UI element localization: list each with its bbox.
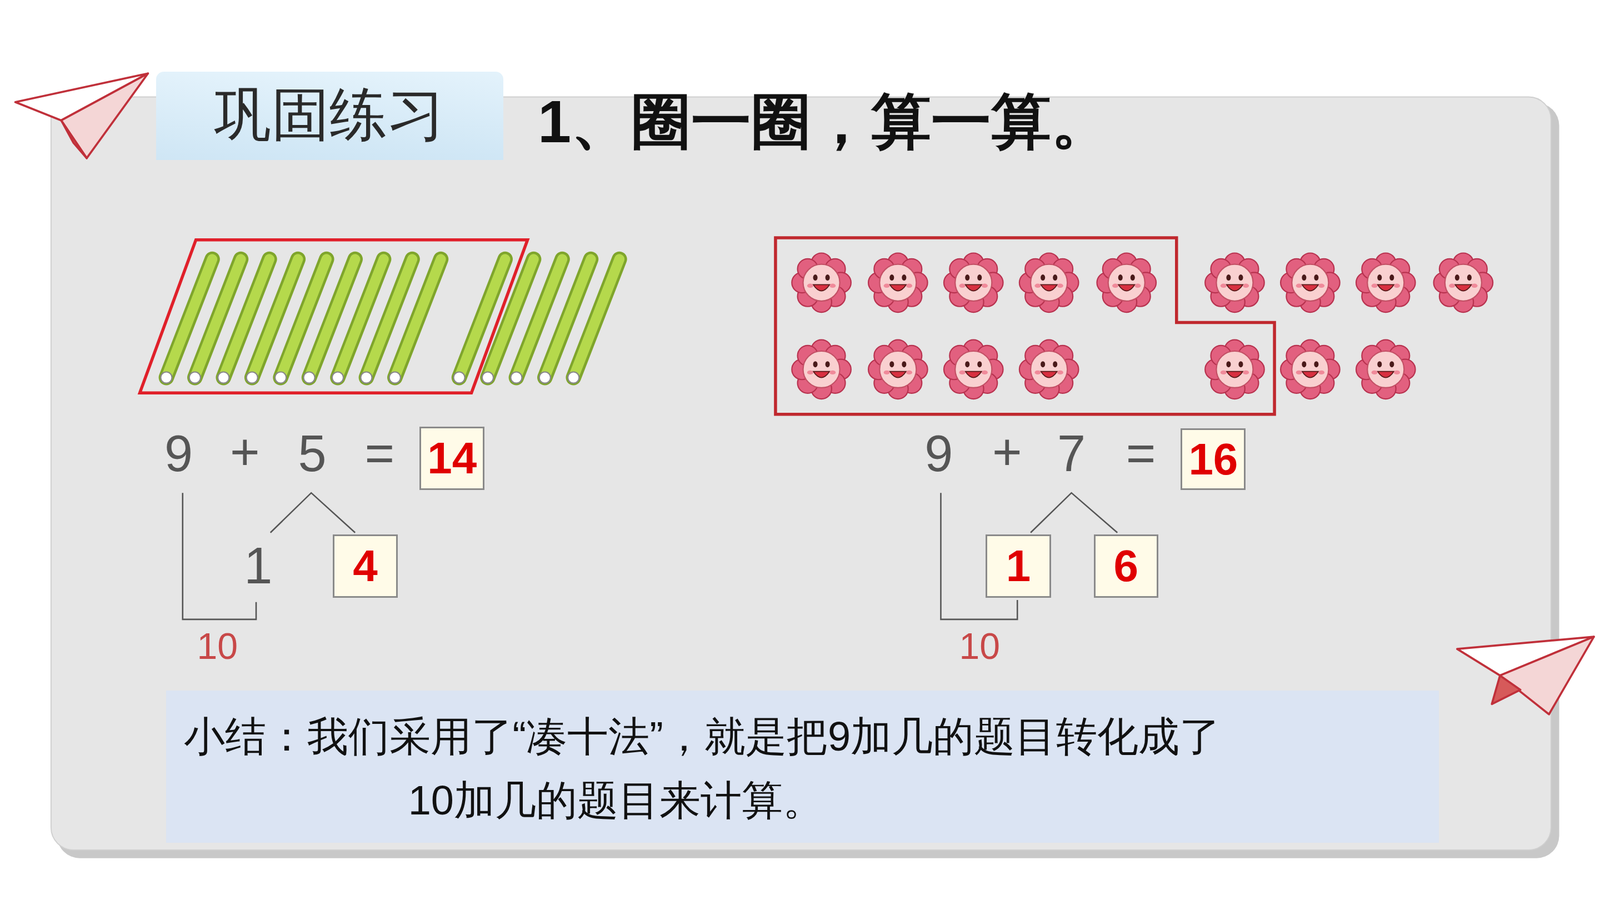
split-lines [182, 492, 1118, 620]
answer-box: 16 [1180, 428, 1246, 490]
flower [1205, 253, 1265, 313]
ten-label: 10 [196, 627, 238, 665]
answer-box: 1 [985, 534, 1052, 598]
answer-box: 14 [419, 426, 485, 490]
flower [1019, 340, 1079, 400]
equation-term: 9 [924, 428, 953, 480]
flower [1356, 253, 1416, 313]
answer-box: 4 [332, 534, 399, 598]
circle-ten-outline [775, 237, 1275, 415]
split-part: 1 [243, 540, 273, 592]
stick [567, 259, 620, 384]
stick [389, 259, 442, 384]
flower [1205, 340, 1265, 400]
equation-sign: = [1126, 428, 1157, 480]
flower [868, 340, 928, 400]
answer-number: 16 [1188, 433, 1238, 485]
answer-number: 14 [427, 432, 477, 484]
flower [1433, 253, 1494, 313]
equation-term: 7 [1057, 428, 1086, 480]
answer-number: 6 [1113, 540, 1139, 592]
answer-number: 4 [352, 540, 378, 592]
equation-term: 5 [298, 428, 327, 480]
section-tab: 巩固练习 [156, 71, 503, 161]
equation-sign: + [230, 426, 260, 478]
flower [868, 253, 928, 313]
paper-plane [15, 73, 149, 158]
flower [1280, 253, 1340, 313]
equation-sign: + [992, 426, 1023, 478]
flower [791, 253, 852, 313]
flower [1356, 340, 1416, 400]
equation-term: 9 [164, 428, 193, 480]
ten-label: 10 [958, 627, 1000, 665]
flower [943, 340, 1004, 400]
summary-box: 小结：我们采用了“凑十法”，就是把9加几的题目转化成了 10加几的题目来计算。 [166, 690, 1439, 843]
flower [1019, 253, 1079, 313]
flower [1096, 253, 1157, 313]
equation-sign: = [364, 428, 395, 480]
flower [1280, 340, 1340, 400]
paper-plane [1457, 636, 1594, 715]
title: 1、圈一圈，算一算。 [537, 81, 1112, 163]
counting-sticks [160, 259, 620, 384]
answer-box: 6 [1093, 534, 1159, 598]
circle-ten-outline [140, 240, 528, 394]
flower [791, 340, 852, 400]
answer-number: 1 [1006, 540, 1032, 592]
panel [51, 96, 1552, 850]
flower [943, 253, 1004, 313]
tab-label: 巩固练习 [213, 76, 445, 155]
flowers [791, 253, 1493, 400]
summary-text: 小结：我们采用了“凑十法”，就是把9加几的题目转化成了 10加几的题目来计算。 [408, 705, 1419, 833]
